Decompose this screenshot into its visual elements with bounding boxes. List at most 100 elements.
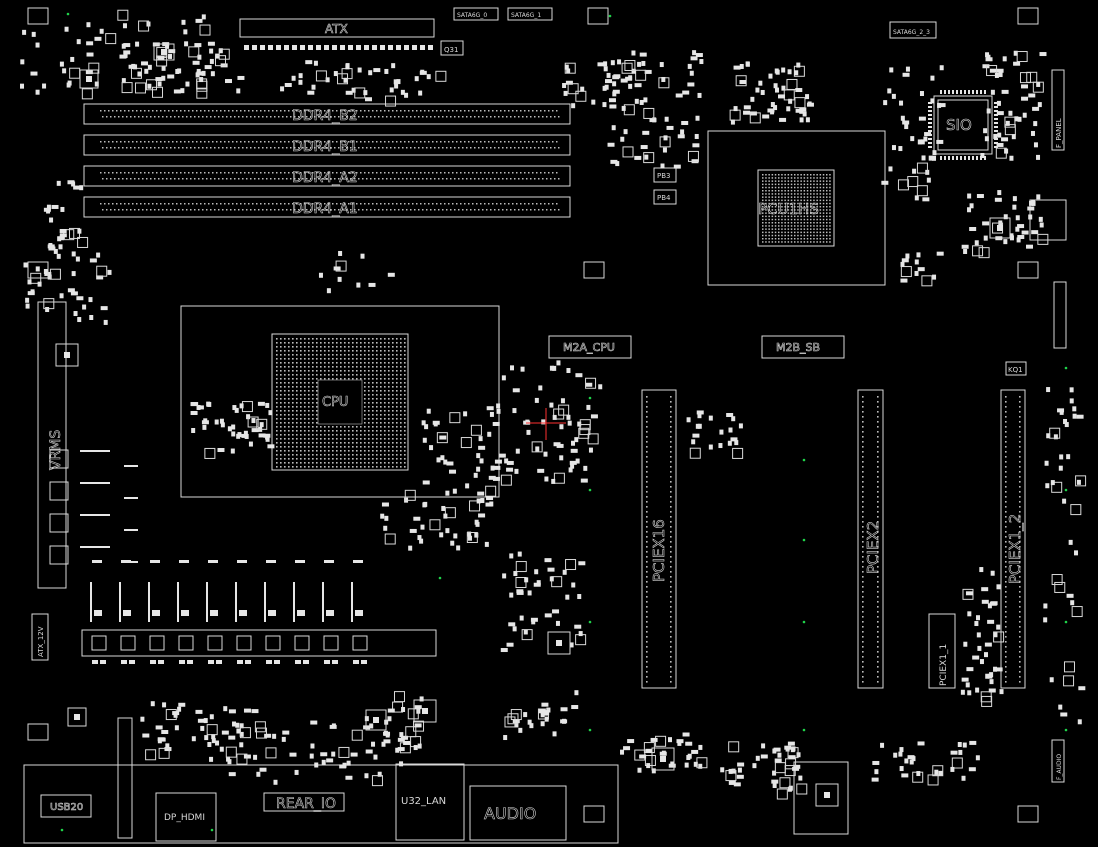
sio-chip[interactable] <box>933 95 993 155</box>
smd-pad <box>477 491 485 496</box>
smd-pad <box>121 78 126 84</box>
dimm-pin <box>214 178 216 180</box>
cpu-pin <box>280 362 282 364</box>
sata23-connector[interactable] <box>889 21 937 39</box>
cpu-pin <box>392 450 394 452</box>
pch-ball <box>784 180 786 182</box>
audio-jack[interactable] <box>469 785 567 841</box>
smd-pad <box>436 457 441 463</box>
pcie-pin <box>1019 401 1021 403</box>
dimm-pin <box>382 209 384 211</box>
cpu-pin <box>300 434 302 436</box>
vrm-column[interactable] <box>37 301 67 589</box>
cpu-pin <box>328 374 330 376</box>
cpu-pin <box>352 466 354 468</box>
pb4-part[interactable] <box>653 189 677 205</box>
pcie-pin <box>1019 506 1021 508</box>
smd-part <box>794 97 806 109</box>
sata0-connector[interactable] <box>453 7 499 21</box>
pciex1-1-slot[interactable] <box>928 613 956 689</box>
faudio-header[interactable] <box>1051 739 1065 783</box>
smd-pad <box>795 108 803 113</box>
cpu-pin <box>332 342 334 344</box>
dimm-slot-b1[interactable] <box>83 134 571 156</box>
smd-pad <box>96 275 104 280</box>
pch-ball <box>810 199 812 202</box>
smd-pad <box>708 444 713 450</box>
dimm-pin <box>536 110 538 112</box>
fpanel-header[interactable] <box>1051 69 1065 151</box>
vrm-row[interactable] <box>81 629 437 657</box>
smd-pad <box>339 764 347 769</box>
cpu-pin <box>316 370 318 372</box>
pcie-pin <box>862 491 864 493</box>
u32-lan-port[interactable] <box>395 763 465 841</box>
pch-area[interactable] <box>707 130 886 286</box>
smd-part <box>515 561 527 573</box>
smd-pad <box>71 251 76 257</box>
dimm-pin <box>320 141 322 143</box>
pch-ball <box>765 199 767 202</box>
pciex2-slot[interactable] <box>857 389 884 689</box>
dimm-pin <box>536 203 538 205</box>
smd-part <box>689 447 701 459</box>
cpu-socket[interactable] <box>180 305 500 498</box>
dimm-slot-a2[interactable] <box>83 165 571 187</box>
dimm-pin <box>542 116 544 118</box>
dimm-pin <box>454 209 456 211</box>
pch-ball <box>771 202 774 205</box>
smd-pad <box>998 72 1003 78</box>
dimm-pin <box>368 203 370 205</box>
dimm-pin <box>180 203 182 205</box>
pch-ball <box>771 234 774 237</box>
dimm-pin <box>392 203 394 205</box>
pciex1-2-slot[interactable] <box>1000 389 1026 689</box>
pch-ball <box>813 222 815 224</box>
dimm-pin <box>122 147 124 149</box>
usb20-port[interactable] <box>40 794 92 818</box>
pch-ball <box>781 174 783 176</box>
cpu-pin <box>308 422 310 424</box>
cpu-pin <box>300 350 302 352</box>
m2a-slot[interactable] <box>548 335 632 359</box>
smd-pad <box>1033 121 1038 127</box>
cpu-pin <box>332 362 334 364</box>
pcie-pin <box>1005 491 1007 493</box>
smd-pad <box>525 419 530 425</box>
sata1-connector[interactable] <box>507 7 553 21</box>
m2-wifi-slot[interactable] <box>117 717 133 839</box>
sio-pin <box>960 90 962 94</box>
dimm-pin <box>220 110 222 112</box>
cpu-pin <box>328 346 330 348</box>
cpu-pin <box>328 438 330 440</box>
dimm-slot-a1[interactable] <box>83 196 571 218</box>
vrm-trace <box>80 450 110 452</box>
cpu-pin <box>392 342 394 344</box>
smd-pad <box>509 553 514 559</box>
cpu-pin <box>312 454 314 456</box>
rear-io-area[interactable] <box>23 764 619 844</box>
cpu-pin <box>364 386 366 388</box>
dimm-pin <box>302 116 304 118</box>
side-header[interactable] <box>1053 281 1067 349</box>
kq1-part[interactable] <box>1005 361 1027 376</box>
smd-part <box>335 260 347 272</box>
pch-ball <box>800 174 802 176</box>
cpu-pin <box>284 462 286 464</box>
pch-ball <box>794 225 796 227</box>
cpu-pin <box>380 394 382 396</box>
dimm-pin <box>396 203 398 205</box>
dimm-slot-b2[interactable] <box>83 103 571 125</box>
vrm-choke <box>91 635 107 651</box>
dimm-pin <box>318 116 320 118</box>
m2b-slot[interactable] <box>761 335 845 359</box>
smd-pad <box>512 408 517 414</box>
dp-hdmi-port[interactable] <box>155 792 217 842</box>
pch-ball <box>797 231 799 234</box>
dimm-pin <box>494 116 496 118</box>
atx-connector[interactable] <box>239 18 435 38</box>
pb3-part[interactable] <box>653 167 677 183</box>
q31-part[interactable] <box>440 40 464 56</box>
pciex16-slot[interactable] <box>641 389 677 689</box>
atx12v-connector[interactable] <box>31 613 49 661</box>
